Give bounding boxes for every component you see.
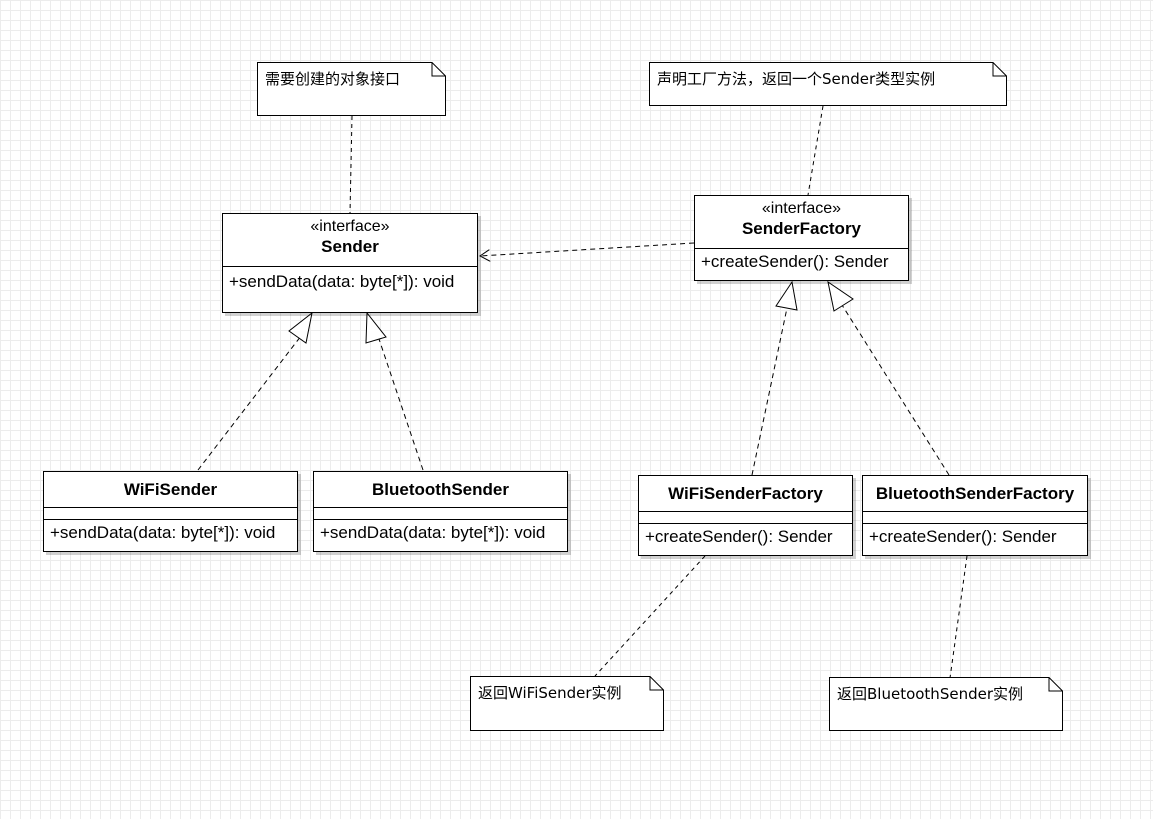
note-shape (649, 62, 1007, 106)
operation: +createSender(): Sender (869, 527, 1057, 546)
attributes-compartment (314, 508, 567, 520)
class-bluetooth-sender-factory[interactable]: BluetoothSenderFactory +createSender(): … (862, 475, 1088, 556)
class-name: BluetoothSenderFactory (875, 484, 1075, 503)
class-header: BluetoothSender (314, 472, 567, 508)
realization-arrowhead-wifi-factory (775, 280, 798, 311)
note-wifi-factory[interactable]: 返回WiFiSender实例 (470, 676, 664, 731)
realization-line-wifi-sender (197, 335, 302, 471)
realization-line-wifi-factory (751, 307, 788, 476)
operation: +createSender(): Sender (645, 527, 833, 546)
operation: +createSender(): Sender (701, 252, 889, 271)
note-shape (257, 62, 446, 116)
attributes-compartment (44, 508, 297, 520)
note-bluetooth-factory[interactable]: 返回BluetoothSender实例 (829, 677, 1063, 731)
class-header: «interface» SenderFactory (695, 196, 908, 249)
realization-arrowhead-wifi-sender (288, 311, 313, 344)
note-text: 需要创建的对象接口 (265, 70, 401, 88)
class-name: WiFiSender (123, 480, 218, 499)
class-wifi-sender-factory[interactable]: WiFiSenderFactory +createSender(): Sende… (638, 475, 853, 556)
realization-arrowhead-bluetooth-sender (365, 311, 387, 344)
operation: +sendData(data: byte[*]): void (320, 523, 546, 542)
class-header: BluetoothSenderFactory (863, 476, 1087, 512)
class-header: WiFiSender (44, 472, 297, 508)
note-anchor-wifi-factory (594, 555, 706, 677)
stereotype-label: «interface» (761, 200, 842, 217)
dependency-arrow-factory-to-sender (480, 242, 695, 256)
note-text: 返回WiFiSender实例 (478, 684, 622, 702)
realization-arrowhead-bluetooth-factory (827, 280, 854, 312)
operation: +sendData(data: byte[*]): void (229, 272, 455, 291)
note-anchor-sender-factory (807, 105, 824, 196)
note-shape (470, 676, 664, 731)
class-name: SenderFactory (741, 219, 862, 238)
stereotype-label: «interface» (310, 218, 390, 235)
realization-line-bluetooth-sender (378, 338, 424, 471)
operation: +sendData(data: byte[*]): void (50, 523, 276, 542)
note-anchor-bluetooth-factory (949, 555, 968, 679)
class-name: Sender (321, 237, 379, 256)
note-text: 返回BluetoothSender实例 (837, 685, 1023, 703)
class-name: WiFiSenderFactory (668, 484, 823, 503)
note-shape (829, 677, 1063, 731)
attributes-compartment (639, 512, 852, 524)
realization-line-bluetooth-factory (841, 304, 950, 476)
class-sender-factory[interactable]: «interface» SenderFactory +createSender(… (694, 195, 909, 281)
note-sender-interface[interactable]: 需要创建的对象接口 (257, 62, 446, 116)
class-wifi-sender[interactable]: WiFiSender +sendData(data: byte[*]): voi… (43, 471, 298, 552)
attributes-compartment (863, 512, 1087, 524)
class-header: WiFiSenderFactory (639, 476, 852, 512)
note-anchor-sender (349, 115, 353, 214)
class-header: «interface» Sender (223, 214, 477, 267)
note-factory-interface[interactable]: 声明工厂方法，返回一个Sender类型实例 (649, 62, 1007, 106)
class-sender[interactable]: «interface» Sender +sendData(data: byte[… (222, 213, 478, 313)
class-name: BluetoothSender (372, 480, 509, 499)
class-bluetooth-sender[interactable]: BluetoothSender +sendData(data: byte[*])… (313, 471, 568, 552)
note-text: 声明工厂方法，返回一个Sender类型实例 (657, 70, 936, 88)
